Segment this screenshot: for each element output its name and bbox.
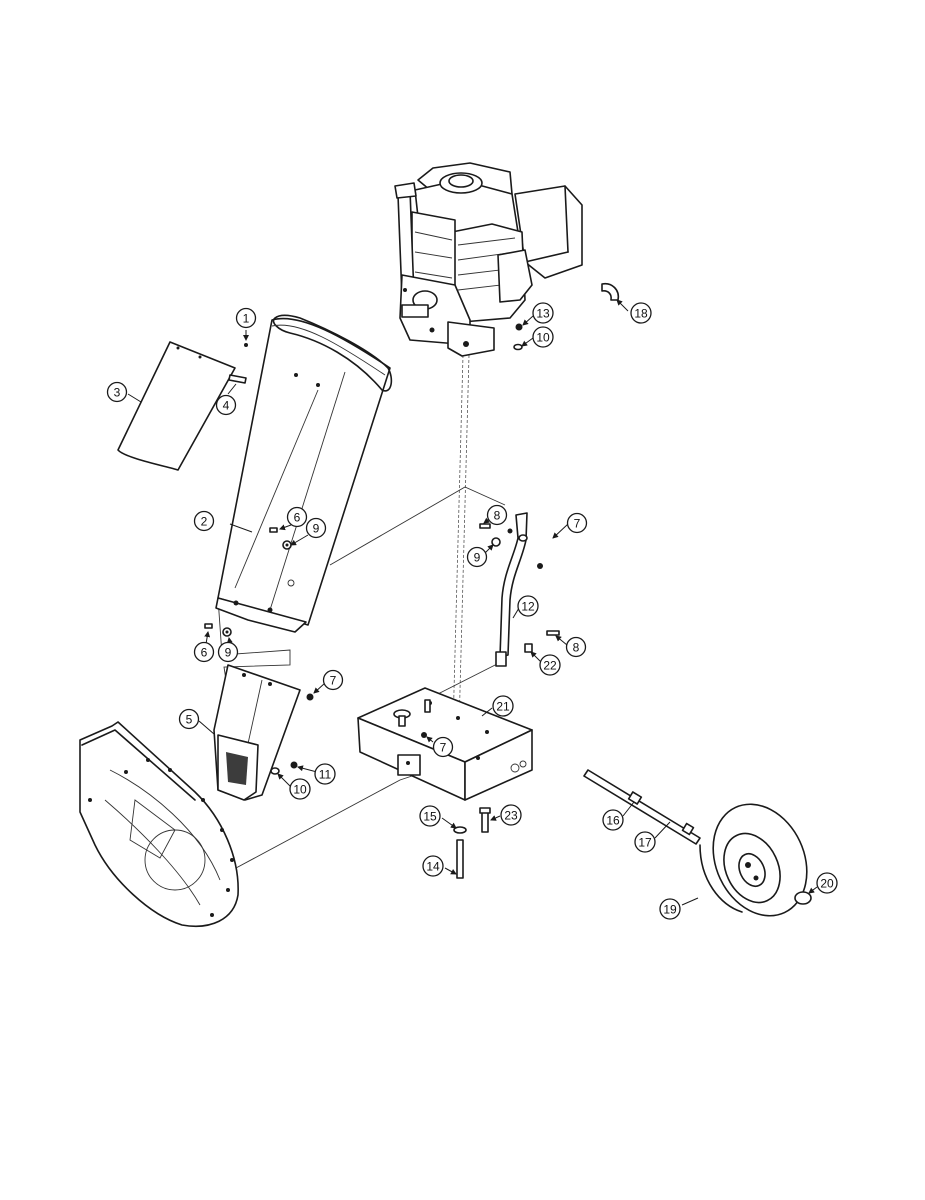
callout-2-label: 2 [201, 514, 208, 528]
callout-3: 3 [106, 381, 128, 403]
callout-12: 12 [517, 595, 539, 617]
base-fasteners [453, 807, 491, 879]
chipper-housing [79, 721, 239, 927]
axle [583, 769, 701, 845]
callout-15-label: 15 [423, 809, 437, 823]
callout-17-label: 17 [638, 835, 652, 849]
callout-13-label: 13 [536, 306, 550, 320]
callout-1-label: 1 [243, 311, 250, 325]
callout-4: 4 [215, 394, 237, 416]
callout-16: 16 [602, 809, 624, 831]
leader-lines [127, 299, 818, 906]
callout-22-label: 22 [543, 658, 557, 672]
callout-23: 23 [500, 804, 522, 826]
callout-4-label: 4 [223, 398, 230, 412]
chute-hardware [204, 343, 292, 637]
chute-adapter [213, 664, 314, 801]
callout-5-label: 5 [186, 712, 193, 726]
callout-11-label: 11 [319, 767, 332, 781]
callout-19-label: 19 [663, 902, 677, 916]
deflector-plate [117, 341, 247, 471]
callout-8a: 8 [486, 504, 508, 526]
callout-5: 5 [178, 708, 200, 730]
callout-7b: 7 [322, 669, 344, 691]
callout-21: 21 [492, 695, 514, 717]
callout-12-label: 12 [521, 599, 535, 613]
callout-9c: 9 [466, 546, 488, 568]
callout-17: 17 [634, 831, 656, 853]
elbow-fitting [601, 282, 620, 301]
callout-6b: 6 [193, 641, 215, 663]
callout-7a-label: 7 [574, 516, 581, 530]
callout-6b-label: 6 [201, 645, 208, 659]
callout-8b-label: 8 [573, 640, 580, 654]
engine-mount-hardware [513, 323, 523, 351]
callout-19: 19 [659, 898, 681, 920]
callout-18-label: 18 [634, 306, 648, 320]
callout-11: 11 [314, 763, 336, 785]
base-frame [357, 687, 533, 801]
callout-14: 14 [422, 855, 444, 877]
callout-16-label: 16 [606, 813, 620, 827]
callout-7a: 7 [566, 512, 588, 534]
handle [479, 512, 560, 667]
callout-2: 2 [193, 510, 215, 532]
callout-20-label: 20 [820, 876, 834, 890]
callout-14-label: 14 [426, 859, 440, 873]
callout-8b: 8 [565, 636, 587, 658]
callout-18: 18 [630, 302, 652, 324]
callout-10a-label: 10 [536, 330, 550, 344]
callout-10a: 10 [532, 326, 554, 348]
callout-7b-label: 7 [330, 673, 337, 687]
callout-1: 1 [235, 307, 257, 329]
callout-9b: 9 [217, 641, 239, 663]
wheel [699, 803, 812, 917]
callout-10b-label: 10 [293, 782, 307, 796]
callout-13: 13 [532, 302, 554, 324]
callout-9b-label: 9 [225, 645, 232, 659]
callout-20: 20 [816, 872, 838, 894]
callout-6a-label: 6 [294, 510, 301, 524]
callout-21-label: 21 [496, 699, 510, 713]
callout-8a-label: 8 [494, 508, 501, 522]
callout-6a: 6 [286, 506, 308, 528]
callout-7c: 7 [432, 736, 454, 758]
callout-3-label: 3 [114, 385, 121, 399]
callout-9c-label: 9 [474, 550, 481, 564]
chute [215, 314, 393, 633]
callout-10b: 10 [289, 778, 311, 800]
callout-9a-label: 9 [313, 521, 320, 535]
callout-23-label: 23 [504, 808, 518, 822]
callout-15: 15 [419, 805, 441, 827]
callout-7c-label: 7 [440, 740, 447, 754]
callout-9a: 9 [305, 517, 327, 539]
callout-22: 22 [539, 654, 561, 676]
engine [394, 162, 583, 357]
